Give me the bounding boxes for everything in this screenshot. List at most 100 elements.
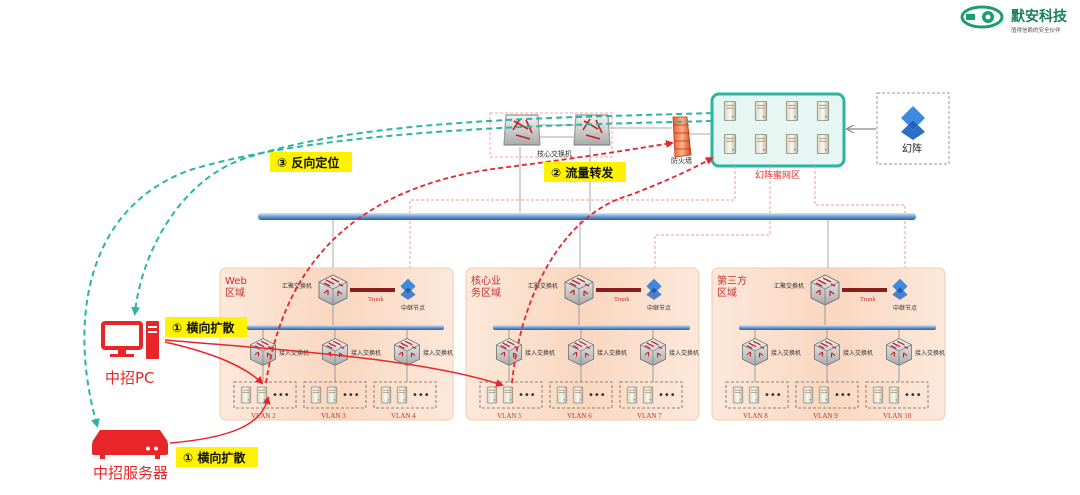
vlan-server-icon — [556, 386, 568, 404]
callout-traffic-forward: ② 流量转发 — [544, 162, 626, 182]
vlan-label: VLAN 5 — [497, 412, 522, 420]
vlan-server-icon — [486, 386, 498, 404]
vlan-label: VLAN 8 — [743, 412, 768, 420]
vlan-box — [479, 381, 543, 409]
svg-text:① 横向扩散: ① 横向扩散 — [183, 450, 246, 465]
vlan-box — [373, 381, 437, 409]
svg-text:③ 反向定位: ③ 反向定位 — [277, 155, 339, 170]
vlan-server-icon — [748, 386, 760, 404]
relay-node-label: 中继节点 — [401, 304, 425, 312]
vlan-box — [619, 381, 683, 409]
aggregation-switch-label: 汇聚交换机 — [282, 282, 312, 290]
relay-node-icon — [400, 278, 416, 300]
honeynet-server-icon — [723, 134, 737, 154]
firewall-icon — [672, 116, 692, 158]
access-switch-icon — [322, 338, 348, 366]
access-switch-label: 接入交换机 — [843, 349, 873, 357]
vlan-server-icon — [888, 386, 900, 404]
vlan-server-icon — [572, 386, 584, 404]
bus-drops — [332, 220, 829, 275]
honeynet-server-icon — [754, 101, 768, 121]
access-switch-icon — [640, 338, 666, 366]
relay-node-icon — [892, 278, 908, 300]
trunk-label: Trunk — [860, 296, 876, 303]
vlan-box — [303, 381, 367, 409]
vlan-server-icon — [240, 386, 252, 404]
access-switch-label: 接入交换机 — [771, 349, 801, 357]
brand-name: 默安科技 — [1011, 8, 1068, 25]
callout-lateral-spread-server: ① 横向扩散 — [176, 447, 258, 467]
more-hosts-ellipsis: ••• — [412, 390, 430, 401]
access-switch-label: 接入交换机 — [669, 349, 699, 357]
access-switch-icon — [568, 338, 594, 366]
huanzhen-label: 幻阵 — [902, 142, 922, 155]
vlan-label: VLAN 2 — [251, 412, 276, 420]
victim-pc-label: 中招PC — [105, 369, 155, 387]
access-switch-icon — [394, 338, 420, 366]
brand-mark-icon — [960, 5, 1004, 29]
zone-title: 核心业务区域 — [471, 274, 501, 299]
zone-bus — [739, 325, 936, 330]
access-switch-label: 接入交换机 — [525, 349, 555, 357]
zone-bus — [247, 325, 444, 330]
vlan-server-icon — [872, 386, 884, 404]
core-switch-label: 核心交换机 — [537, 149, 572, 158]
honeynet-server-icon — [816, 101, 830, 121]
vlan-label: VLAN 9 — [813, 412, 838, 420]
victim-pc-icon — [101, 321, 159, 359]
honeynet-zone — [710, 92, 846, 168]
more-hosts-ellipsis: ••• — [658, 390, 676, 401]
callout-reverse-locate: ③ 反向定位 — [270, 152, 352, 172]
vlan-label: VLAN 4 — [391, 412, 416, 420]
callout-lateral-spread-pc: ① 横向扩散 — [165, 317, 247, 337]
vlan-label: VLAN 3 — [321, 412, 346, 420]
honeynet-server-icon — [754, 134, 768, 154]
svg-text:② 流量转发: ② 流量转发 — [551, 165, 614, 180]
more-hosts-ellipsis: ••• — [588, 390, 606, 401]
honeynet-relay-links — [409, 166, 906, 278]
vlan-box — [549, 381, 613, 409]
core-switch-icon — [503, 114, 541, 146]
vlan-label: VLAN 10 — [883, 412, 912, 420]
honeynet-label: 幻阵蜜网区 — [755, 169, 800, 181]
honeynet-server-icon — [723, 101, 737, 121]
more-hosts-ellipsis: ••• — [834, 390, 852, 401]
trunk-label: Trunk — [614, 296, 630, 303]
backbone-bus — [258, 213, 916, 220]
vlan-server-icon — [310, 386, 322, 404]
lateral-spread-paths — [164, 339, 504, 444]
aggregation-switch-label: 汇聚交换机 — [528, 282, 558, 290]
brand-logo: 默安科技 值得信赖的安全伙伴 — [960, 5, 1068, 34]
vlan-server-icon — [256, 386, 268, 404]
vlan-box — [865, 381, 929, 409]
victim-server-icon — [92, 430, 168, 459]
honeynet-server-icon — [785, 134, 799, 154]
relay-node-icon — [646, 278, 662, 300]
zone-title: 第三方区域 — [717, 274, 747, 299]
core-block-outline — [489, 112, 613, 158]
vlan-box — [725, 381, 789, 409]
zone-bus — [493, 325, 690, 330]
vlan-box — [795, 381, 859, 409]
more-hosts-ellipsis: ••• — [342, 390, 360, 401]
firewall-label: 防火墙 — [671, 156, 692, 165]
vlan-label: VLAN 6 — [567, 412, 592, 420]
access-switch-icon — [886, 338, 912, 366]
access-switch-label: 接入交换机 — [279, 349, 309, 357]
access-switch-label: 接入交换机 — [597, 349, 627, 357]
reverse-locate-paths — [83, 112, 713, 428]
vlan-label: VLAN 7 — [637, 412, 662, 420]
vlan-server-icon — [396, 386, 408, 404]
vlan-server-icon — [732, 386, 744, 404]
vlan-server-icon — [818, 386, 830, 404]
brand-tagline: 值得信赖的安全伙伴 — [1011, 26, 1061, 34]
huanzhen-logo-icon — [901, 106, 925, 140]
trunk-label: Trunk — [368, 296, 384, 303]
access-switch-label: 接入交换机 — [423, 349, 453, 357]
